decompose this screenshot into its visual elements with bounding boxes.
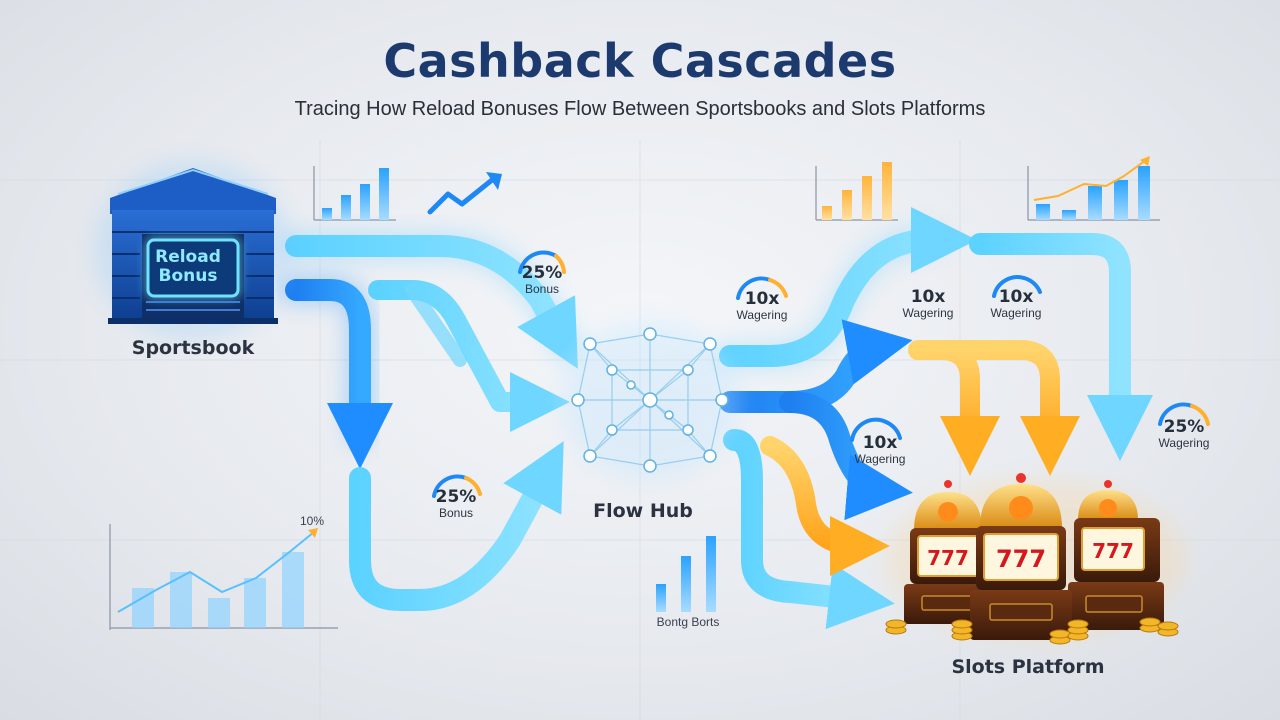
slots-platform-machines-icon: 777 777 777 <box>885 473 1186 645</box>
badge-value: 25% <box>435 487 477 507</box>
badge-bonus-bottom: 25% Bonus <box>416 488 496 520</box>
flow-arrows-sportsbook-to-hub <box>281 231 583 611</box>
flow-hub-label: Flow Hub <box>593 500 693 522</box>
page-subtitle: Tracing How Reload Bonuses Flow Between … <box>294 98 986 120</box>
badge-value: 10x <box>998 287 1034 307</box>
bars-caption: Bontg Borts <box>656 615 720 629</box>
badge-wagering-4: 10x Wagering <box>840 434 920 466</box>
sportsbook-building-icon <box>93 160 293 340</box>
slots-platform-label: Slots Platform <box>951 656 1105 678</box>
page-title: Cashback Cascades <box>383 34 897 88</box>
reload-bonus-sign: Reload Bonus <box>155 247 221 286</box>
svg-text:777: 777 <box>1092 539 1134 563</box>
svg-text:777: 777 <box>996 545 1046 573</box>
mini-chart-note: 10% <box>300 514 325 528</box>
decor-bar-chart-top-left <box>313 166 396 221</box>
badge-caption: Wagering <box>736 308 788 322</box>
sportsbook-label: Sportsbook <box>131 337 255 359</box>
flow-arrows-hub-to-slots <box>715 207 1153 630</box>
decor-bar-chart-blue-trend <box>1027 156 1160 221</box>
badge-caption: Bonus <box>438 506 474 520</box>
badge-wagering-5: 25% Wagering <box>1144 418 1224 450</box>
badge-value: 25% <box>521 263 563 283</box>
slot-machine-center: 777 <box>970 473 1072 640</box>
decor-bar-chart-gold <box>815 162 898 221</box>
slot-machine-right: 777 <box>1068 490 1164 630</box>
badge-bonus-top: 25% Bonus <box>502 264 582 296</box>
badge-wagering-2: 10x Wagering <box>888 288 968 320</box>
decor-bars-bottom-center <box>656 536 716 612</box>
svg-text:777: 777 <box>927 546 969 570</box>
badge-value: 10x <box>744 289 780 309</box>
badge-caption: Wagering <box>902 306 954 320</box>
badge-caption: Wagering <box>990 306 1042 320</box>
decor-mini-chart-bottom-left <box>109 524 338 630</box>
badge-value: 10x <box>910 287 946 307</box>
badge-wagering-1: 10x Wagering <box>722 290 802 322</box>
badge-caption: Bonus <box>524 282 560 296</box>
slot-machine-left: 777 <box>904 492 992 624</box>
gold-coins-icon <box>885 617 1179 645</box>
badge-value: 10x <box>862 433 898 453</box>
badge-value: 25% <box>1163 417 1205 437</box>
trend-arrow-icon <box>427 172 502 215</box>
flow-hub-network-icon <box>560 320 740 480</box>
badge-wagering-3: 10x Wagering <box>976 288 1056 320</box>
badge-caption: Wagering <box>854 452 906 466</box>
badge-caption: Wagering <box>1158 436 1210 450</box>
badge-rings <box>432 250 1210 498</box>
